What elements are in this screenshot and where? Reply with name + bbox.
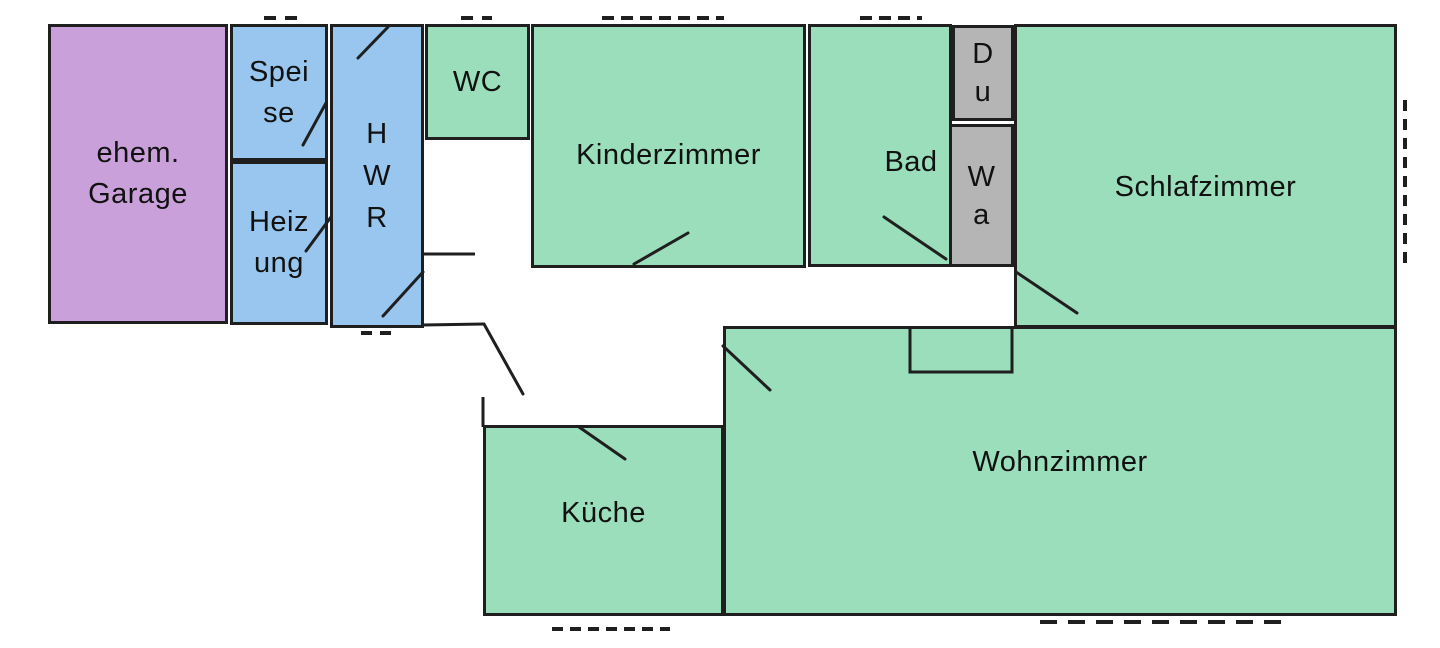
room-heizung-label-line2: ung <box>254 247 304 279</box>
room-wohnzimmer-label: Wohnzimmer <box>972 446 1148 478</box>
room-hwr: H W R <box>330 24 424 328</box>
room-bad-label: Bad <box>884 146 938 178</box>
room-garage-label-line1: ehem. <box>96 137 180 169</box>
room-bad: Bad <box>808 24 952 267</box>
room-garage: ehem. Garage <box>48 24 228 324</box>
room-speise-label-line1: Spei <box>248 55 310 88</box>
room-kueche-label: Küche <box>561 497 646 529</box>
room-garage-label-line2: Garage <box>88 178 188 210</box>
room-kinderzimmer-label: Kinderzimmer <box>576 139 761 171</box>
room-kinderzimmer: Kinderzimmer <box>531 24 806 268</box>
wall-hall-bottom <box>422 322 485 327</box>
room-wanne: W a <box>949 124 1014 267</box>
room-hwr-label-line2: W <box>363 160 391 192</box>
door-hallway <box>482 322 525 396</box>
room-dusche-label-line1: D <box>972 38 994 70</box>
room-schlafzimmer-label: Schlafzimmer <box>1114 171 1297 203</box>
room-kueche: Küche <box>483 425 724 616</box>
room-heizung-label-line1: Heiz <box>248 206 309 238</box>
room-wc: WC <box>425 24 530 140</box>
room-wanne-label-line2: a <box>973 198 990 231</box>
room-heizung: Heiz ung <box>230 161 328 325</box>
room-wanne-label-line1: W <box>967 160 996 193</box>
room-hwr-label-line3: R <box>366 202 388 234</box>
room-speise-label-line2: se <box>263 96 295 129</box>
room-wc-label: WC <box>452 65 503 98</box>
room-hwr-label-line1: H <box>366 118 388 150</box>
room-speise: Spei se <box>230 24 328 161</box>
room-dusche: D u <box>952 25 1014 121</box>
room-schlafzimmer: Schlafzimmer <box>1014 24 1397 328</box>
room-wohnzimmer: Wohnzimmer <box>723 326 1397 616</box>
room-dusche-label-line2: u <box>974 76 992 108</box>
